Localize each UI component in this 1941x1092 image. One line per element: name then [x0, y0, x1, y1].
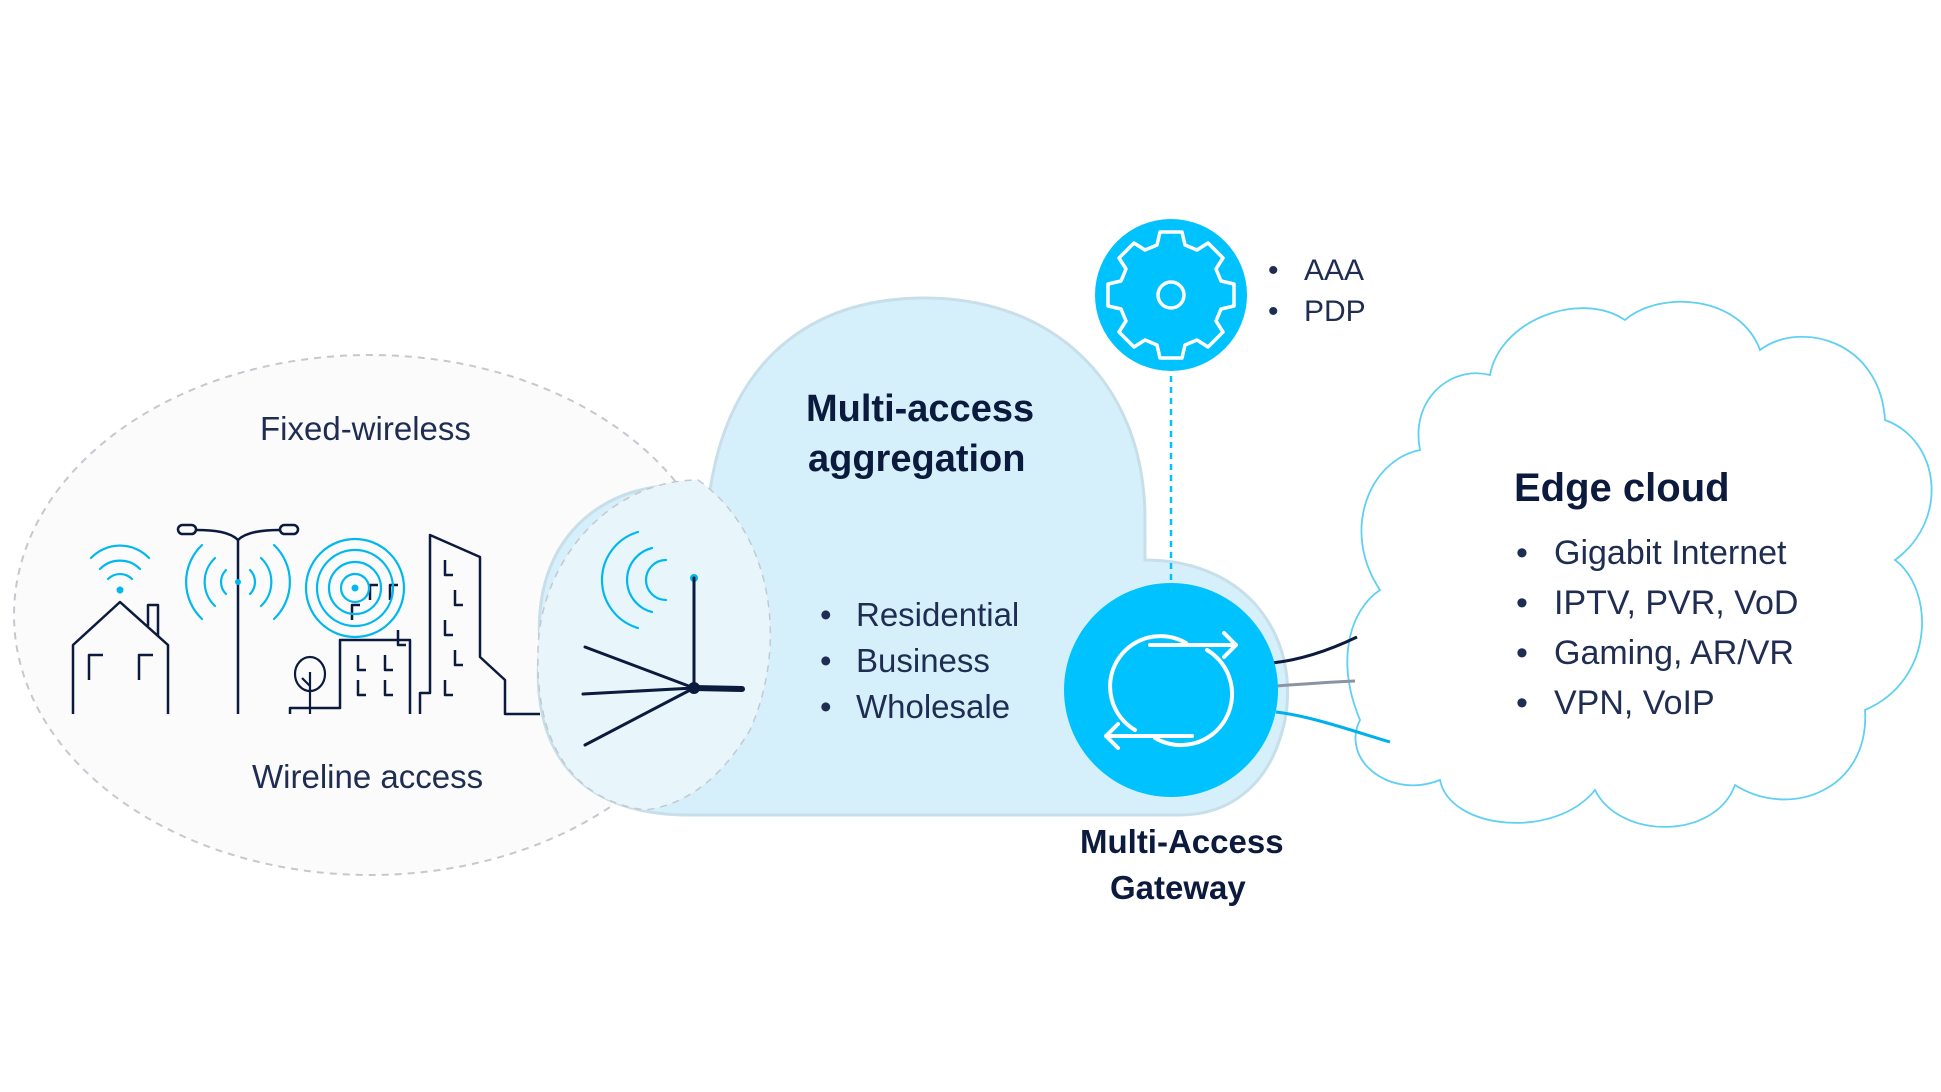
edge-bullet-gaming: Gaming, AR/VR	[1516, 628, 1798, 678]
overlap-lens	[537, 479, 772, 811]
gear-icon	[1095, 219, 1247, 371]
policy-bullet-aaa: AAA	[1268, 250, 1366, 291]
target-signal-icon	[304, 537, 406, 639]
aggregation-title-line1: Multi-access	[806, 388, 1035, 430]
gateway-edge-connectors	[1271, 635, 1391, 744]
sync-arrows-icon	[1064, 583, 1278, 797]
edge-bullet-vpn: VPN, VoIP	[1516, 678, 1798, 728]
gateway-label-line1: Multi-Access	[1080, 823, 1284, 860]
gateway-label-line2: Gateway	[1110, 869, 1246, 906]
edge-bullet-gigabit: Gigabit Internet	[1516, 528, 1798, 578]
edge-cloud-bullets: Gigabit Internet IPTV, PVR, VoD Gaming, …	[1516, 528, 1798, 728]
policy-bullet-pdp: PDP	[1268, 291, 1366, 332]
wireline-access-label: Wireline access	[252, 758, 484, 795]
policy-bullets: AAA PDP	[1268, 250, 1366, 332]
aggregation-bullets: Residential Business Wholesale	[820, 592, 1019, 730]
wifi-signal-icon	[89, 544, 151, 594]
lamp-signal-icon	[185, 543, 291, 621]
aggregation-title-line2: aggregation	[808, 438, 1026, 480]
tower-building-icon	[396, 533, 540, 716]
house-icon	[71, 600, 170, 714]
building-icon	[288, 583, 412, 714]
aggregation-bullet-business: Business	[820, 638, 1019, 684]
edge-bullet-iptv: IPTV, PVR, VoD	[1516, 578, 1798, 628]
aggregation-bullet-wholesale: Wholesale	[820, 684, 1019, 730]
aggregation-bullet-residential: Residential	[820, 592, 1019, 638]
edge-cloud-title: Edge cloud	[1514, 466, 1730, 510]
fixed-wireless-label: Fixed-wireless	[260, 410, 471, 447]
antenna-icon	[581, 530, 745, 747]
street-lamp-icon	[176, 523, 300, 714]
